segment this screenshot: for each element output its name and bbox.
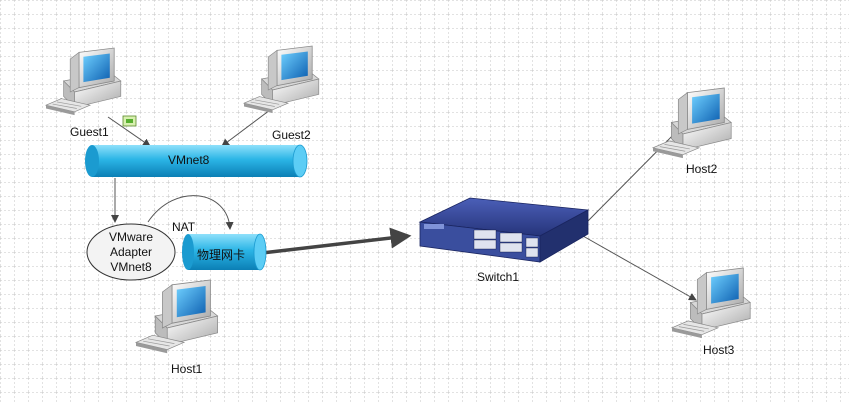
status-badge-icon <box>122 115 137 127</box>
vmware-adapter <box>86 223 176 281</box>
vmnet8-pipe <box>85 144 308 178</box>
connections <box>107 109 697 301</box>
link-guest2-vmnet8 <box>221 109 271 147</box>
nat-label: NAT <box>172 220 196 234</box>
adapter-line-2: Adapter <box>109 245 153 259</box>
adapter-line-1: VMware <box>108 230 153 244</box>
link-switch-host3 <box>582 235 697 301</box>
adapter-line-3: VMnet8 <box>110 260 152 274</box>
vmnet8-label: VMnet8 <box>168 153 210 167</box>
host1-label: Host1 <box>171 362 203 376</box>
link-guest1-vmnet8 <box>107 116 151 147</box>
link-nat-arc <box>147 195 234 230</box>
host3-label: Host3 <box>703 343 735 357</box>
adapter-label: VMware Adapter VMnet8 <box>95 230 167 275</box>
link-phys-switch <box>261 227 412 255</box>
physical-nic <box>182 233 267 271</box>
guest1-label: Guest1 <box>70 125 109 139</box>
host2-label: Host2 <box>686 162 718 176</box>
switch-label: Switch1 <box>477 270 520 284</box>
link-switch-host2 <box>582 119 689 227</box>
physical-nic-label: 物理网卡 <box>197 248 246 262</box>
guest2-label: Guest2 <box>272 128 311 142</box>
switch-icon <box>418 197 590 263</box>
